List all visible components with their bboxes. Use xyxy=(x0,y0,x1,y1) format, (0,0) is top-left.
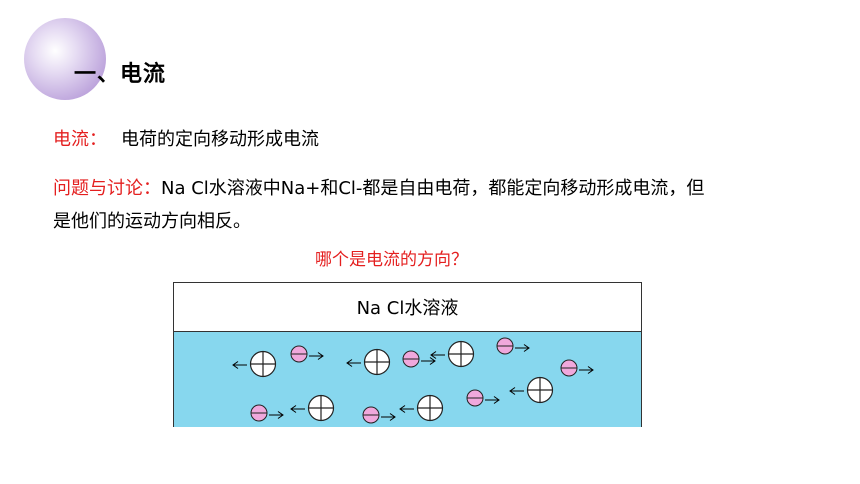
definition-term: 电流： xyxy=(53,129,107,150)
discussion-label: 问题与讨论： xyxy=(53,178,161,199)
right-arrow-icon xyxy=(579,366,594,374)
right-arrow-icon xyxy=(309,352,324,360)
left-arrow-icon xyxy=(290,405,305,413)
positive-ion-icon xyxy=(363,348,391,376)
negative-ion-icon xyxy=(290,345,308,363)
left-arrow-icon xyxy=(399,405,414,413)
negative-ion-icon xyxy=(466,389,484,407)
left-arrow-icon xyxy=(509,387,524,395)
decorative-circle xyxy=(24,18,106,100)
solution-label: Na Cl水溶液 xyxy=(356,298,459,319)
question-text: 哪个是电流的方向？ xyxy=(315,250,468,270)
negative-ion-icon xyxy=(362,406,380,424)
discussion-line-2: 是他们的运动方向相反。 xyxy=(53,211,251,232)
negative-ion-icon xyxy=(560,359,578,377)
solution-area xyxy=(174,331,641,427)
definition-line: 电流： 电荷的定向移动形成电流 xyxy=(53,125,319,151)
section-title: 一、电流 xyxy=(74,62,167,87)
negative-ion-icon xyxy=(496,337,514,355)
negative-ion-icon xyxy=(402,350,420,368)
right-arrow-icon xyxy=(269,411,284,419)
right-arrow-icon xyxy=(381,413,396,421)
right-arrow-icon xyxy=(421,357,436,365)
left-arrow-icon xyxy=(430,351,445,359)
definition-text: 电荷的定向移动形成电流 xyxy=(121,129,319,150)
discussion-text-1: Na Cl水溶液中Na+和Cl-都是自由电荷，都能定向移动形成电流，但 xyxy=(161,178,705,199)
ion-diagram xyxy=(232,337,594,424)
right-arrow-icon xyxy=(515,344,530,352)
right-arrow-icon xyxy=(485,396,500,404)
left-arrow-icon xyxy=(232,361,247,369)
positive-ion-icon xyxy=(249,350,277,378)
positive-ion-icon xyxy=(447,340,475,368)
discussion-line-1: 问题与讨论：Na Cl水溶液中Na+和Cl-都是自由电荷，都能定向移动形成电流，… xyxy=(53,174,704,200)
positive-ion-icon xyxy=(307,394,335,422)
negative-ion-icon xyxy=(250,404,268,422)
positive-ion-icon xyxy=(416,394,444,422)
beaker-diagram: Na Cl水溶液 xyxy=(173,282,642,427)
left-arrow-icon xyxy=(346,359,361,367)
positive-ion-icon xyxy=(526,376,554,404)
